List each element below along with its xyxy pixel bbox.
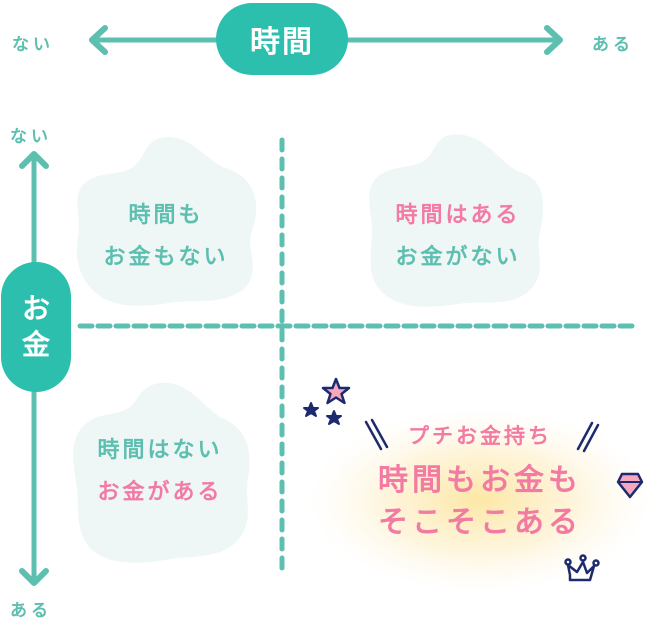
money-axis-bottom-label: ある (10, 601, 52, 621)
quadrant-bottom-right-line1: 時間もお金も (378, 463, 582, 498)
small-star-icon (303, 402, 319, 417)
money-axis-badge: お 金 (1, 262, 71, 392)
quadrant-top-left-line1: 時間も (128, 203, 204, 228)
quadrant-top-left: 時間も お金もない (78, 195, 254, 279)
small-star-icon (326, 410, 342, 425)
quadrant-top-right-line1: 時間はある (395, 203, 521, 228)
quadrant-bottom-right: プチお金持ち 時間もお金も そこそこある (340, 420, 620, 544)
money-axis-title-line1: お (21, 291, 50, 325)
time-axis-title: 時間 (250, 25, 314, 60)
blob-bottom-left (73, 382, 250, 563)
diamond-icon (616, 472, 644, 499)
star-icon (321, 377, 351, 405)
blob-top-left (76, 137, 257, 306)
emphasis-right-marks-icon (576, 421, 600, 453)
time-axis-badge: 時間 (216, 3, 348, 75)
quadrant-bottom-left-line1: 時間はない (97, 438, 223, 463)
quadrant-bottom-right-tagline: プチお金持ち (408, 424, 552, 448)
money-axis-up-arrow-icon (19, 151, 49, 169)
quadrant-top-left-line2: お金もない (103, 245, 229, 270)
emphasis-left-marks-icon (364, 418, 389, 451)
time-axis-left-label: ない (12, 35, 54, 55)
quadrant-bottom-left: 時間はない お金がある (72, 430, 248, 514)
money-axis-down-arrow-icon (19, 568, 49, 586)
time-axis-left-arrow-icon (89, 25, 108, 55)
money-axis-top-label: ない (10, 127, 52, 147)
quadrant-top-right: 時間はある お金がない (370, 195, 546, 279)
quadrant-bottom-right-line2: そこそこある (378, 505, 582, 540)
time-axis-right-arrow-icon (544, 25, 563, 55)
quadrant-bottom-left-line2: お金がある (97, 480, 223, 505)
money-axis-title-line2: 金 (21, 328, 50, 361)
blob-top-right (369, 134, 544, 307)
quadrant-top-right-line2: お金がない (395, 245, 521, 270)
crown-icon (564, 554, 600, 582)
time-axis-right-label: ある (592, 35, 634, 55)
highlight-glow (308, 408, 652, 592)
